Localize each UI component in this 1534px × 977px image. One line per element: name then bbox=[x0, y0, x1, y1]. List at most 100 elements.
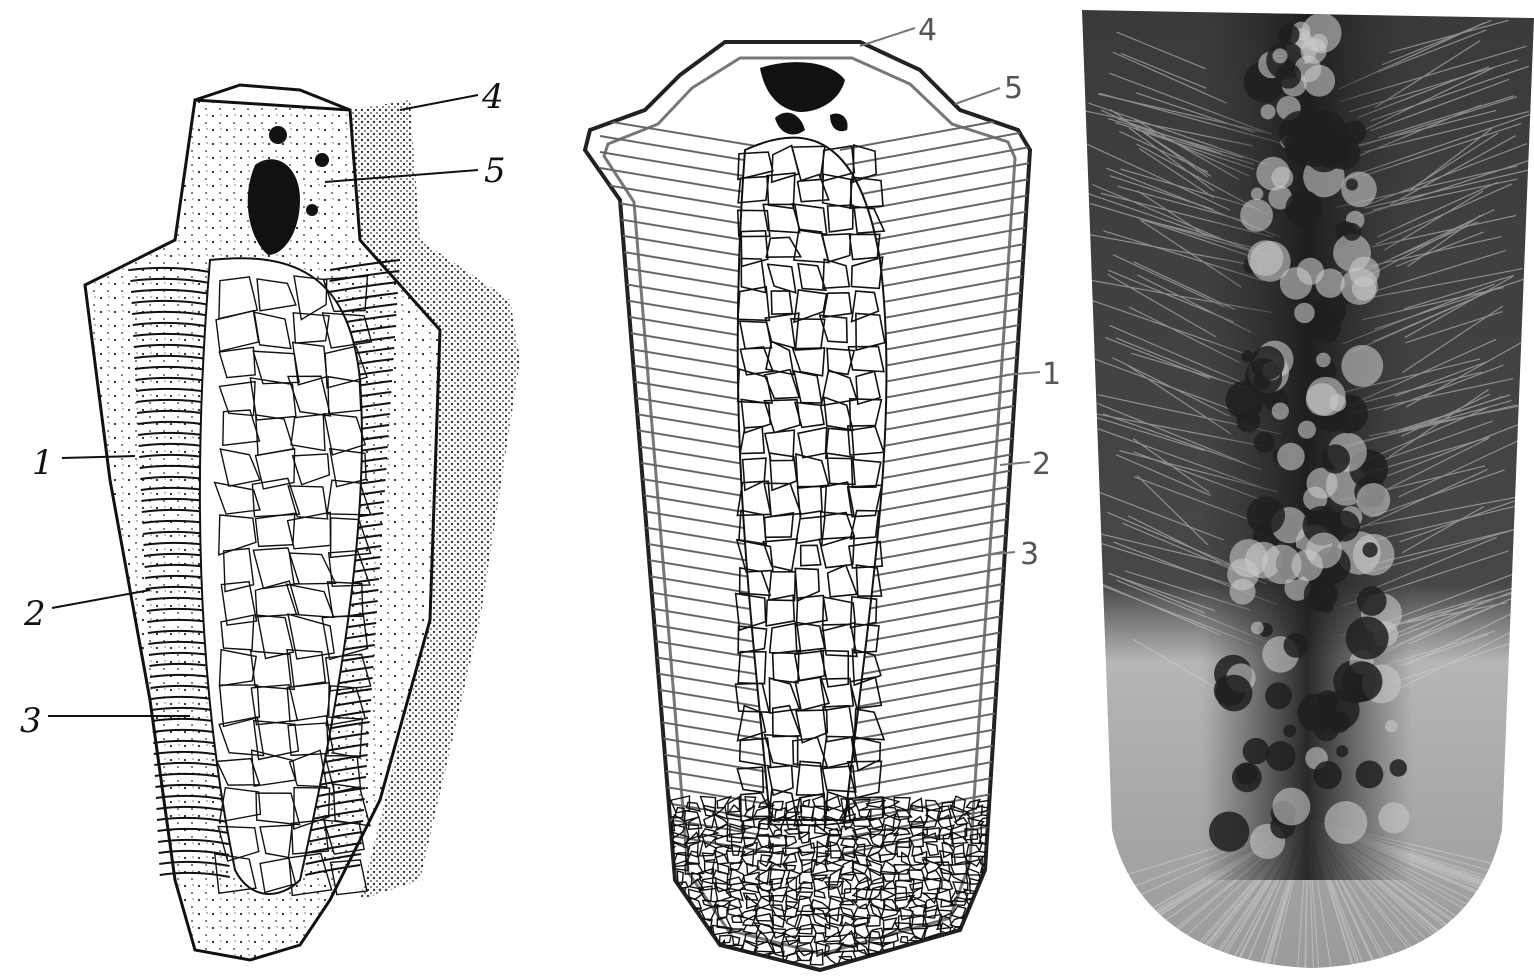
label-4: 4 bbox=[918, 13, 937, 48]
grain-cell bbox=[686, 940, 699, 956]
grain-blob bbox=[1378, 802, 1409, 833]
grain-cell bbox=[939, 937, 952, 948]
grain-blob bbox=[1313, 761, 1341, 789]
grain-cell bbox=[984, 924, 992, 932]
grain-cell bbox=[996, 829, 1011, 839]
grain-blob bbox=[1342, 661, 1382, 701]
grain-cell bbox=[671, 923, 689, 933]
grain-cell bbox=[992, 873, 1005, 884]
grain-blob bbox=[1316, 353, 1331, 368]
ingot-macro-photo bbox=[1082, 0, 1534, 977]
label-5: 5 bbox=[484, 151, 506, 191]
grain-blob bbox=[1357, 483, 1391, 517]
grain-cell bbox=[980, 881, 992, 890]
grain-blob bbox=[1265, 682, 1292, 709]
grain-blob bbox=[1326, 136, 1360, 170]
grain-blob bbox=[1277, 443, 1305, 471]
grain-cell bbox=[660, 868, 670, 882]
grain-blob bbox=[1216, 675, 1253, 712]
grain-blob bbox=[1279, 111, 1323, 155]
grain-cell bbox=[980, 919, 996, 928]
grain-blob bbox=[1271, 167, 1293, 189]
grain-cell bbox=[687, 923, 698, 937]
grain-blob bbox=[1298, 421, 1316, 439]
grain-cell bbox=[656, 862, 673, 874]
grain-cell bbox=[657, 850, 672, 864]
grain-cell bbox=[992, 941, 1011, 954]
grain-cell bbox=[883, 952, 899, 962]
grain-blob bbox=[1356, 761, 1384, 789]
grain-cell bbox=[957, 945, 967, 951]
grain-cell bbox=[661, 886, 675, 902]
grain-blob bbox=[1248, 240, 1284, 276]
grain-cell bbox=[979, 937, 997, 941]
grain-cell bbox=[936, 950, 954, 963]
grain-cell bbox=[951, 950, 965, 961]
grain-cell bbox=[687, 915, 699, 928]
inclusion-dot bbox=[306, 204, 318, 216]
inclusion-dot bbox=[269, 126, 287, 144]
grain-blob bbox=[1362, 542, 1377, 557]
grain-blob bbox=[1285, 190, 1322, 227]
grain-cell bbox=[670, 897, 688, 911]
grain-blob bbox=[1254, 432, 1275, 453]
grain-blob bbox=[1278, 24, 1299, 45]
grain-blob bbox=[1232, 762, 1262, 792]
grain-cell bbox=[996, 895, 1007, 906]
label-2: 2 bbox=[23, 594, 46, 634]
grain-blob bbox=[1390, 759, 1408, 777]
grain-cell bbox=[983, 942, 995, 956]
grain-blob bbox=[1251, 622, 1264, 635]
grain-blob bbox=[1346, 179, 1358, 191]
grain-blob bbox=[1297, 258, 1324, 285]
grain-cell bbox=[671, 946, 685, 955]
grain-blob bbox=[1346, 617, 1389, 660]
label-1: 1 bbox=[1042, 357, 1060, 392]
grain-blob bbox=[1300, 38, 1326, 64]
ingot-drawing-panel: 4 5 1 2 3 bbox=[0, 0, 540, 977]
grain-cell bbox=[993, 800, 1012, 806]
grain-cell bbox=[967, 932, 981, 941]
grain-blob bbox=[1273, 48, 1288, 63]
grain-blob bbox=[1250, 346, 1284, 380]
label-3: 3 bbox=[20, 701, 42, 741]
grain-cell bbox=[966, 952, 980, 963]
grain-cell bbox=[995, 861, 1009, 872]
grain-blob bbox=[1260, 104, 1275, 119]
grain-blob bbox=[1321, 444, 1350, 473]
grain-blob bbox=[1272, 788, 1310, 826]
grain-cell bbox=[938, 941, 956, 951]
grain-blob bbox=[1310, 313, 1341, 344]
label-1: 1 bbox=[32, 443, 54, 483]
grain-cell bbox=[660, 949, 675, 965]
grain-blob bbox=[1306, 377, 1345, 416]
grain-blob bbox=[1304, 578, 1338, 612]
grain-cell bbox=[970, 941, 981, 952]
grain-blob bbox=[1341, 268, 1378, 305]
grain-cell bbox=[992, 836, 1010, 847]
grain-cell bbox=[660, 878, 675, 892]
grain-cell bbox=[994, 934, 1007, 944]
grain-blob bbox=[1284, 633, 1309, 658]
grain-cell bbox=[980, 896, 995, 911]
grain-blob bbox=[1243, 738, 1270, 765]
grain-cell bbox=[660, 918, 671, 923]
grain-cell bbox=[998, 842, 1006, 856]
grain-cell bbox=[656, 941, 674, 953]
grain-cell bbox=[671, 908, 688, 918]
grain-cell bbox=[998, 817, 1011, 826]
grain-cell bbox=[994, 851, 1009, 863]
grain-blob bbox=[1209, 811, 1249, 851]
grain-blob bbox=[1317, 690, 1339, 712]
grain-cell bbox=[671, 950, 689, 965]
ingot-drawing: 4 5 1 2 3 bbox=[0, 0, 540, 977]
grain-blob bbox=[1227, 558, 1259, 590]
grain-cell bbox=[994, 950, 1011, 962]
ingot-schematic-panel: 4 5 1 2 3 bbox=[560, 0, 1060, 977]
inclusion-dot bbox=[315, 153, 329, 167]
grain-cell bbox=[968, 923, 982, 935]
grain-cell bbox=[704, 954, 715, 958]
label-3: 3 bbox=[1020, 537, 1039, 572]
grain-cell bbox=[686, 952, 698, 965]
grain-blob bbox=[1283, 725, 1296, 738]
